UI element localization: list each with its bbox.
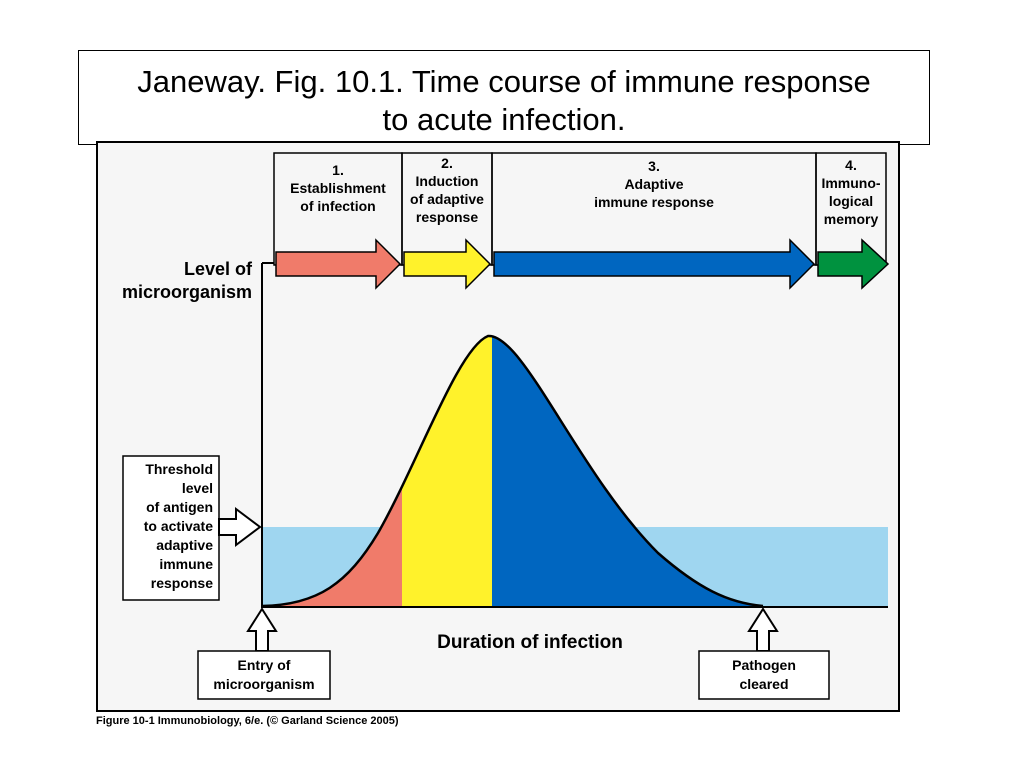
threshold-label-line2: level <box>182 480 213 496</box>
phase-2-label-line3: response <box>416 209 478 225</box>
slide-title: Janeway. Fig. 10.1. Time course of immun… <box>78 50 930 145</box>
phase-2-label-line2: of adaptive <box>410 191 484 207</box>
x-axis-label: Duration of infection <box>437 632 623 653</box>
entry-label-line2: microorganism <box>213 676 314 692</box>
threshold-label-line7: response <box>151 575 213 591</box>
figure-caption: Figure 10-1 Immunobiology, 6/e. (© Garla… <box>96 715 399 727</box>
threshold-label-line6: immune <box>159 556 213 572</box>
phase-3-number: 3. <box>648 158 660 174</box>
threshold-label-line3: of antigen <box>146 499 213 515</box>
phase-arrow-adaptive <box>493 238 816 290</box>
phase-1-label-line1: Establishment <box>290 180 386 196</box>
phase-arrow-memory <box>817 238 890 290</box>
threshold-label-line4: to activate <box>144 518 213 534</box>
phase-4-label-line2: logical <box>829 193 873 209</box>
cleared-arrow <box>747 607 779 652</box>
infection-curve-outline <box>261 334 764 608</box>
curve-region-induction <box>402 335 492 606</box>
y-axis-label-line2: microorganism <box>122 282 252 302</box>
entry-callout-box <box>197 650 331 700</box>
y-axis-label-line1: Level of <box>184 259 253 279</box>
phase-arrow-induction <box>403 238 492 290</box>
cleared-label-line2: cleared <box>739 676 788 692</box>
phase-1-label-line2: of infection <box>300 198 375 214</box>
phase-4-label-line3: memory <box>824 211 879 227</box>
phase-4-number: 4. <box>845 157 857 173</box>
threshold-arrow <box>218 507 262 547</box>
phase-2-number: 2. <box>441 155 453 171</box>
cleared-callout-box <box>698 650 830 700</box>
immune-response-figure: 1. Establishment of infection 2. Inducti… <box>96 141 900 712</box>
cleared-label-line1: Pathogen <box>732 657 796 673</box>
figure-canvas: 1. Establishment of infection 2. Inducti… <box>122 152 890 700</box>
phase-3-label-line2: immune response <box>594 194 714 210</box>
phase-1-number: 1. <box>332 162 344 178</box>
phase-arrow-establishment <box>275 238 402 290</box>
entry-arrow <box>246 607 278 652</box>
threshold-label-line1: Threshold <box>145 461 213 477</box>
threshold-callout-box <box>122 455 220 601</box>
phase-2-label-line1: Induction <box>416 173 479 189</box>
slide-title-line1: Janeway. Fig. 10.1. Time course of immun… <box>137 64 871 99</box>
slide-title-line2: to acute infection. <box>382 102 626 137</box>
threshold-label-line5: adaptive <box>156 537 213 553</box>
entry-label-line1: Entry of <box>238 657 291 673</box>
phase-4-label-line1: Immuno- <box>821 175 880 191</box>
phase-3-label-line1: Adaptive <box>624 176 683 192</box>
